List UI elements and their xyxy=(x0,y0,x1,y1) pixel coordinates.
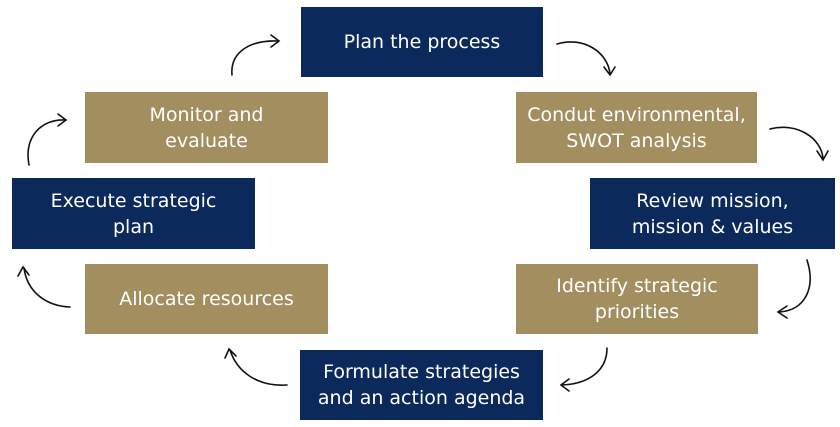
step-formulate-strategies: Formulate strategies and an action agend… xyxy=(300,350,543,420)
arrow-review-to-identify xyxy=(776,259,811,319)
arrow-monitor-to-plan xyxy=(231,34,281,76)
arrow-execute-to-monitor xyxy=(27,113,68,166)
step-identify-strategic-priorities: Identify strategic priorities xyxy=(516,264,758,334)
arrow-plan-to-condut xyxy=(556,41,616,77)
arrow-condut-to-review xyxy=(769,126,829,162)
step-review-mission-values: Review mission, mission & values xyxy=(590,178,835,249)
step-monitor-and-evaluate: Monitor and evaluate xyxy=(85,92,328,163)
step-condut-environmental-swot-analysis: Condut environmental, SWOT analysis xyxy=(516,92,757,163)
arrow-formulate-to-allocate xyxy=(224,347,288,386)
step-execute-strategic-plan: Execute strategic plan xyxy=(12,178,255,249)
arrow-allocate-to-execute xyxy=(17,265,71,308)
step-plan-the-process: Plan the process xyxy=(301,7,543,77)
arrow-identify-to-formulate xyxy=(559,347,608,392)
step-allocate-resources: Allocate resources xyxy=(85,264,328,334)
